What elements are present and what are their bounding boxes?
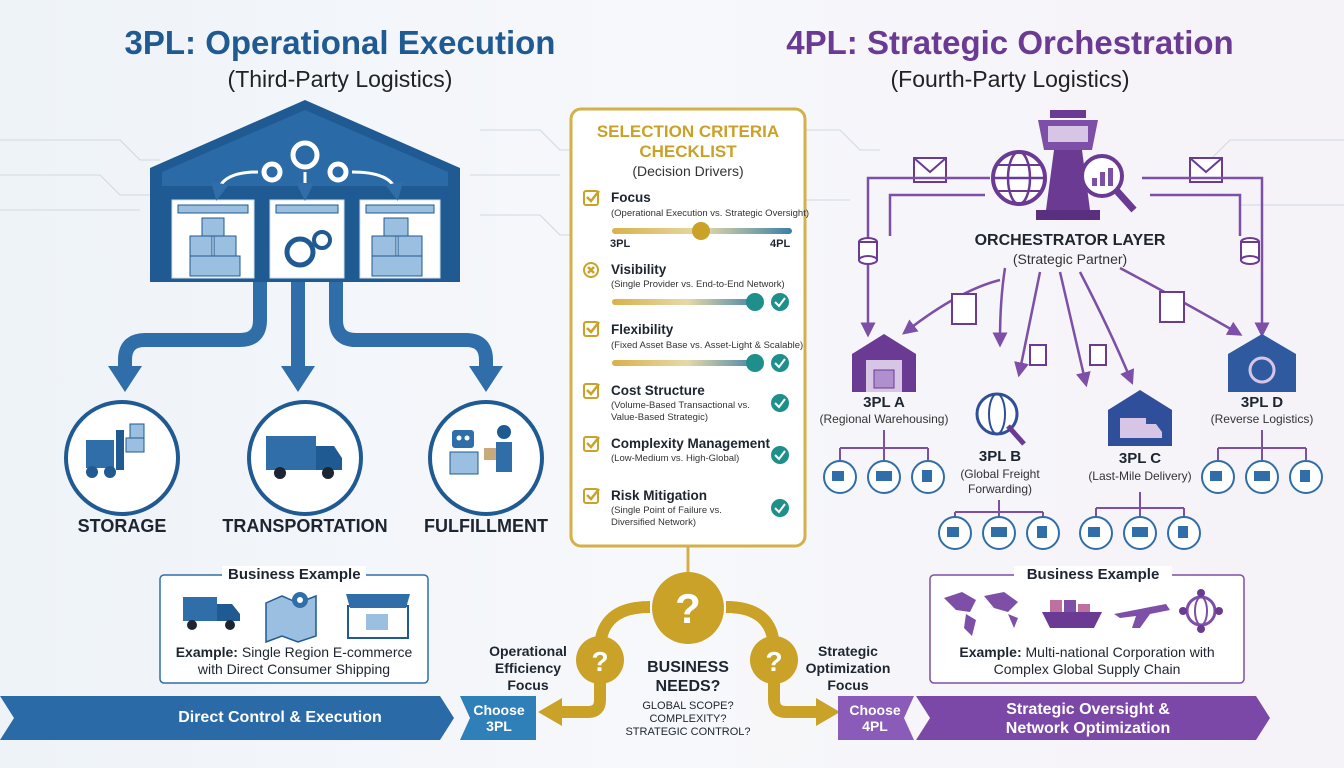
provider-3pl-d-icon xyxy=(1228,334,1296,392)
magnifier-icon xyxy=(1080,154,1137,213)
ship-icon xyxy=(1042,600,1102,628)
service-circles xyxy=(64,400,544,516)
criterion-cost-desc: (Volume-Based Transactional vs.Value-Bas… xyxy=(611,400,750,423)
gear-icon xyxy=(261,140,349,183)
provider-3pl-b-icon xyxy=(975,392,1026,446)
criterion-flexibility-desc: (Fixed Asset Base vs. Asset-Light & Scal… xyxy=(611,340,804,351)
document-icon xyxy=(951,291,1185,366)
forklift-icon xyxy=(86,423,145,478)
question-icon xyxy=(652,572,724,644)
warehouse-icon xyxy=(108,100,503,392)
check-badges xyxy=(771,394,789,517)
right-subtitle: (Fourth-Party Logistics) xyxy=(890,66,1130,92)
criterion-complexity-desc: (Low-Medium vs. High-Global) xyxy=(611,453,740,464)
criterion-visibility-desc: (Single Provider vs. End-to-End Network) xyxy=(611,279,785,290)
globe-icon xyxy=(991,150,1047,206)
slider-right-label: 4PL xyxy=(770,238,791,250)
robot-icon xyxy=(449,425,512,475)
truck-icon xyxy=(266,436,342,479)
checkbox-icons xyxy=(583,190,599,504)
sub-connectors xyxy=(839,430,1307,522)
provider-3pl-c-icon xyxy=(1108,390,1172,446)
decision-tree: ? ? ? xyxy=(538,572,840,726)
banner-left-label: Direct Control & Execution xyxy=(178,709,382,726)
criterion-visibility: Visibility xyxy=(611,262,667,277)
criterion-complexity: Complexity Management xyxy=(611,436,771,451)
provider-c-name: 3PL C xyxy=(1118,450,1162,467)
criterion-focus: Focus xyxy=(611,190,651,205)
right-title: 4PL: Strategic Orchestration xyxy=(786,24,1234,61)
choose-4pl-tag xyxy=(838,696,914,740)
provider-d-role: (Reverse Logistics) xyxy=(1210,412,1314,426)
provider-a-name: 3PL A xyxy=(863,394,905,411)
airplane-icon xyxy=(1114,604,1170,628)
provider-a-role: (Regional Warehousing) xyxy=(819,412,949,426)
svg-text:?: ? xyxy=(591,646,608,677)
gear-icon xyxy=(284,236,316,268)
question-icon xyxy=(576,636,624,684)
criterion-focus-desc: (Operational Execution vs. Strategic Ove… xyxy=(611,208,810,219)
business-needs-subquestions: GLOBAL SCOPE?COMPLEXITY?STRATEGIC CONTRO… xyxy=(625,700,751,738)
orchestrator-title: ORCHESTRATOR LAYER xyxy=(974,232,1166,249)
banner-right xyxy=(916,696,1270,740)
banner-right-label: Strategic Oversight &Network Optimizatio… xyxy=(1005,701,1171,737)
truck-icon xyxy=(183,597,240,630)
map-icon xyxy=(265,592,317,644)
slider-left-label: 3PL xyxy=(610,238,631,250)
svg-text:?: ? xyxy=(675,585,701,632)
choose-3pl-tag xyxy=(460,696,536,740)
left-title: 3PL: Operational Execution xyxy=(124,24,556,61)
criterion-cost: Cost Structure xyxy=(611,383,705,398)
slider-focus xyxy=(612,222,792,240)
banner-left xyxy=(0,696,454,740)
slider-flexibility xyxy=(612,354,789,372)
storefront-icon xyxy=(346,594,410,639)
business-example-heading-left: Business Example xyxy=(222,566,366,583)
circuit-background xyxy=(0,129,1344,236)
service-transportation: TRANSPORTATION xyxy=(222,516,388,536)
service-storage: STORAGE xyxy=(77,516,167,536)
provider-d-name: 3PL D xyxy=(1240,394,1284,411)
criterion-risk: Risk Mitigation xyxy=(611,488,708,503)
service-fulfillment: FULFILLMENT xyxy=(424,516,548,536)
world-map-icon xyxy=(944,592,1018,636)
criterion-flexibility: Flexibility xyxy=(611,322,674,337)
question-icon xyxy=(750,636,798,684)
provider-3pl-a-icon xyxy=(852,334,916,392)
left-subtitle: (Third-Party Logistics) xyxy=(227,66,453,92)
provider-c-role: (Last-Mile Delivery) xyxy=(1088,469,1192,483)
database-icon xyxy=(858,237,1260,265)
business-example-heading-right: Business Example xyxy=(1014,566,1172,583)
gear-icon xyxy=(312,230,332,250)
orchestrator-subtitle: (Strategic Partner) xyxy=(1012,251,1128,267)
checklist-subtitle: (Decision Drivers) xyxy=(632,163,744,179)
svg-text:?: ? xyxy=(765,646,782,677)
provider-b-name: 3PL B xyxy=(978,448,1022,465)
criterion-risk-desc: (Single Point of Failure vs.Diversified … xyxy=(611,505,722,528)
slider-visibility xyxy=(612,293,789,311)
business-example-text-right: Example: Multi-national Corporation with… xyxy=(959,644,1215,677)
control-tower-icon xyxy=(1036,110,1100,220)
network-icon xyxy=(1179,589,1223,633)
